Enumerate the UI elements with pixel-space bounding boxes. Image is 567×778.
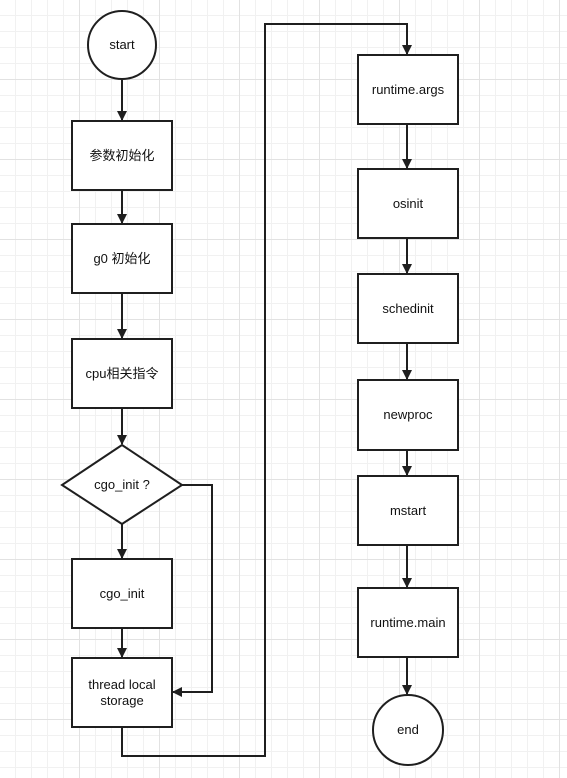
newproc-label: newproc	[383, 407, 433, 422]
g0-init-box: g0 初始化	[71, 223, 173, 294]
osinit-box: osinit	[357, 168, 459, 239]
cgo-init-box: cgo_init	[71, 558, 173, 629]
cgo-check-diamond-shape	[60, 443, 184, 526]
g0-init-label: g0 初始化	[93, 250, 151, 266]
arrow-tls-to-runtime-args	[121, 23, 412, 757]
cgo-check-label: cgo_init ?	[94, 477, 150, 492]
tls-label-line1: thread local	[88, 676, 156, 692]
runtime-args-label: runtime.args	[371, 81, 445, 97]
tls-label-line2: storage	[100, 692, 144, 708]
runtime-main-label: runtime.main	[370, 614, 446, 630]
start-node: start	[87, 10, 157, 80]
param-init-box: 参数初始化	[71, 120, 173, 191]
end-label: end	[397, 722, 419, 737]
end-node: end	[372, 694, 444, 766]
arrow-cgo-check-no-to-tls	[172, 484, 213, 697]
tls-box: thread local storage	[71, 657, 173, 728]
param-init-label: 参数初始化	[89, 147, 155, 163]
schedinit-label: schedinit	[382, 300, 434, 316]
cgo-check-decision: cgo_init ?	[62, 445, 182, 525]
mstart-label: mstart	[389, 502, 427, 518]
cpu-instr-label: cpu相关指令	[85, 365, 159, 381]
schedinit-box: schedinit	[357, 273, 459, 344]
cgo-init-label: cgo_init	[99, 585, 145, 601]
runtime-args-box: runtime.args	[357, 54, 459, 125]
osinit-label: osinit	[392, 195, 424, 211]
mstart-box: mstart	[357, 475, 459, 546]
start-label: start	[109, 37, 135, 52]
cpu-instr-box: cpu相关指令	[71, 338, 173, 409]
newproc-box: newproc	[357, 379, 459, 451]
runtime-main-box: runtime.main	[357, 587, 459, 658]
